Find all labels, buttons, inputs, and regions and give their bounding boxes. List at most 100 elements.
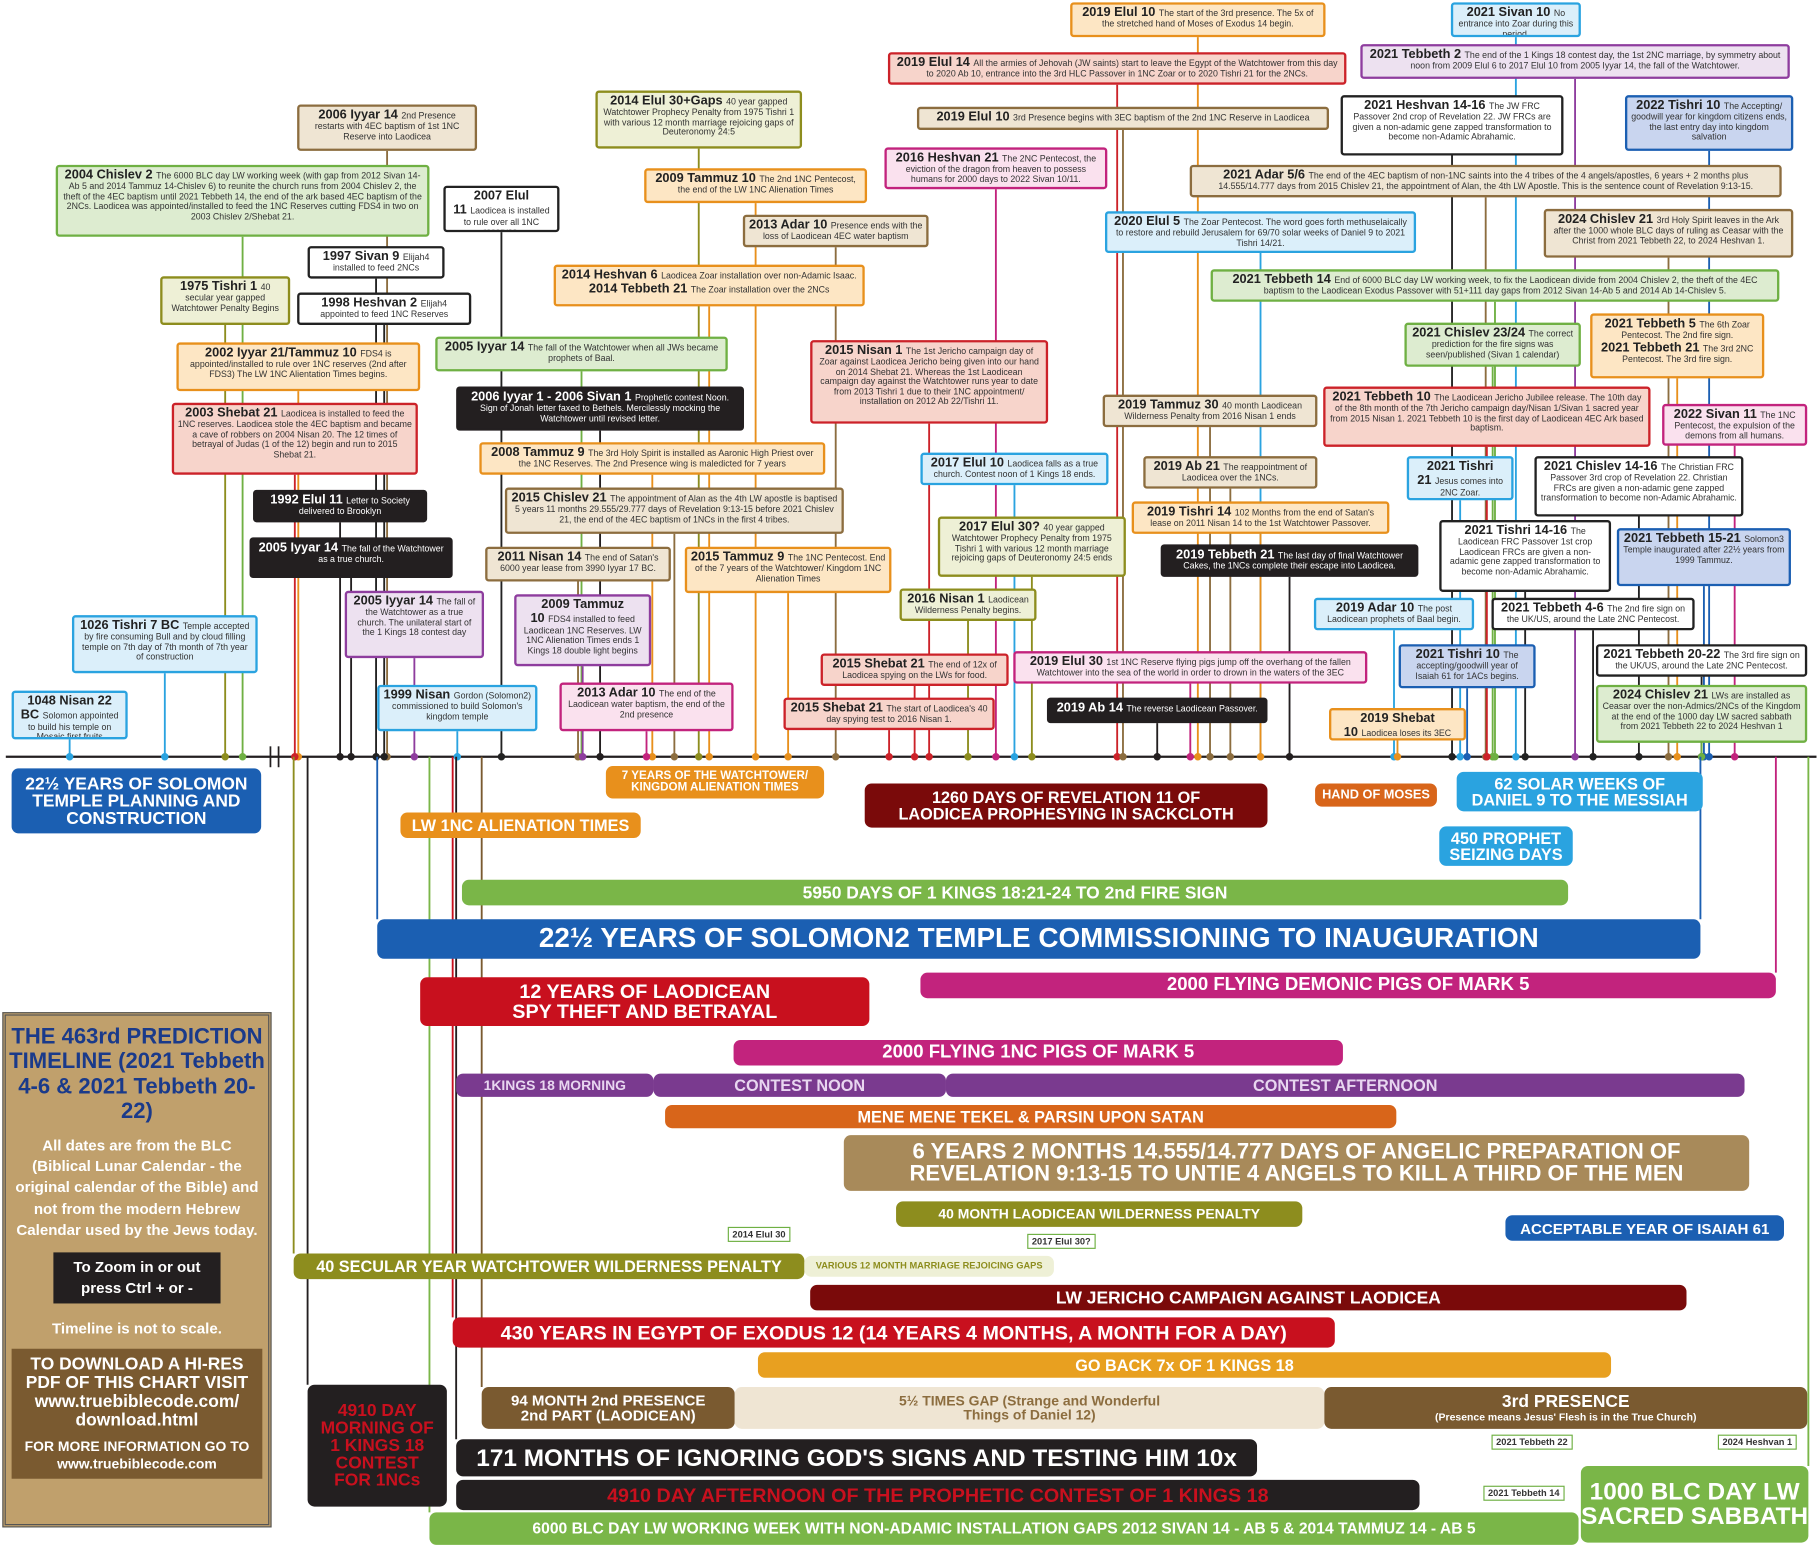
timeline-point xyxy=(380,753,388,761)
timeline-point xyxy=(65,753,74,761)
period-label: 94 MONTH 2nd PRESENCE 2nd PART (LAODICEA… xyxy=(510,1391,706,1425)
event-date: 2019 Elul 14 xyxy=(896,55,970,70)
period-label: 5½ TIMES GAP (Strange and Wonderful Thin… xyxy=(898,1392,1161,1424)
period-bar: 1260 DAYS OF REVELATION 11 OF LAODICEA P… xyxy=(864,783,1268,828)
event-date: 2019 Tishri 14 xyxy=(1146,504,1232,519)
event-date: 1998 Heshvan 2 xyxy=(321,295,418,310)
period-bar: 6 YEARS 2 MONTHS 14.555/14.777 DAYS OF A… xyxy=(843,1135,1750,1191)
period-label: 12 YEARS OF LAODICEAN SPY THEFT AND BETR… xyxy=(512,980,778,1023)
period-bar: 62 SOLAR WEEKS OF DANIEL 9 TO THE MESSIA… xyxy=(1456,771,1703,812)
period-label: MENE MENE TEKEL & PARSIN UPON SATAN xyxy=(857,1107,1204,1126)
timeline-point xyxy=(1730,753,1739,761)
timeline-point xyxy=(453,753,462,761)
event-description: No entrance into Zoar during this period… xyxy=(1458,8,1574,38)
timeline-point xyxy=(1456,753,1464,761)
period-label: 171 MONTHS OF IGNORING GOD'S SIGNS AND T… xyxy=(476,1444,1237,1472)
timeline-point xyxy=(1664,753,1673,761)
event-date: 2021 Tebbeth 5 xyxy=(1604,316,1696,331)
event-description: The end of the 1 Kings 18 contest day, t… xyxy=(1410,49,1781,72)
timeline-point xyxy=(1194,753,1202,761)
event-description: The Accepting/ goodwill year for kingdom… xyxy=(1631,100,1788,142)
period-label: 4910 DAY MORNING OF 1 KINGS 18 CONTEST F… xyxy=(320,1400,434,1491)
period-label: CONTEST NOON xyxy=(734,1075,866,1095)
event-description: FDS4 is appointed/installed to rule over… xyxy=(190,348,407,380)
timeline-point xyxy=(910,753,919,761)
event-description: Jesus comes into 2NC Zoar. xyxy=(1434,476,1504,498)
event-description: Elijah4 installed to feed 2NCs xyxy=(332,251,430,274)
event-description: The end of the 4EC baptism of non-1NC sa… xyxy=(1218,170,1754,192)
event-description: The reappointment of Laodicea over the 1… xyxy=(1181,461,1308,484)
event-description: The 1NC Pentecost. End of the 7 years of… xyxy=(694,552,886,584)
event-description: Laodicean Wilderness Penalty begins. xyxy=(914,594,1029,616)
timeline-point xyxy=(221,753,229,761)
timeline-point xyxy=(1206,753,1214,761)
event-date: 2021 Adar 5/6 xyxy=(1223,168,1306,183)
period-label: 6000 BLC DAY LW WORKING WEEK WITH NON-AD… xyxy=(532,1519,1476,1538)
timeline-point xyxy=(1589,753,1597,761)
period-bar: GO BACK 7x OF 1 KINGS 18 xyxy=(757,1352,1612,1378)
event-date: 2019 Tammuz 30 xyxy=(1118,398,1219,413)
event-date: 2008 Tammuz 9 xyxy=(491,445,585,460)
event-description: Laodicea is installed to feed the 1NC re… xyxy=(177,408,412,460)
period-label: 40 MONTH LAODICEAN WILDERNESS PENALTY xyxy=(938,1205,1261,1223)
timeline-point xyxy=(1463,753,1471,761)
period-label: 5950 DAYS OF 1 KINGS 18:21-24 TO 2nd FIR… xyxy=(802,882,1228,903)
event-date: 2009 Tammuz 10 xyxy=(530,597,625,626)
date-tag: 2024 Heshvan 1 xyxy=(1717,1434,1797,1450)
event-date: 1048 Nisan 22 BC xyxy=(20,694,112,723)
period-bar: 5½ TIMES GAP (Strange and Wonderful Thin… xyxy=(734,1387,1325,1429)
timeline-point xyxy=(1673,753,1681,761)
event-description: The 2NC Pentecost, the eviction of the d… xyxy=(905,153,1097,185)
timeline-point xyxy=(1635,753,1643,761)
event-description: The 1NC Pentecost, the expulsion of the … xyxy=(1674,409,1796,441)
event-date: 2011 Nisan 14 xyxy=(497,550,582,565)
event-date: 2015 Shebat 21 xyxy=(832,656,925,671)
event-date: 1997 Sivan 9 xyxy=(322,249,400,264)
timeline-point xyxy=(964,753,972,761)
event-description: Laodicea is installed to rule over all 1… xyxy=(463,205,550,233)
download-link[interactable]: TO DOWNLOAD A HI-RES PDF OF THIS CHART V… xyxy=(25,1354,249,1430)
timeline-point xyxy=(1226,753,1235,761)
event-description: The post Laodicean prophets of Baal begi… xyxy=(1327,603,1461,625)
period-label: VARIOUS 12 MONTH MARRIAGE REJOICING GAPS xyxy=(815,1260,1043,1271)
period-label: 4910 DAY AFTERNOON OF THE PROPHETIC CONT… xyxy=(607,1483,1269,1507)
event-date: 2004 Chislev 2 xyxy=(64,168,153,183)
event-date: 2005 Iyyar 14 xyxy=(353,594,434,609)
event-callout: 2017 Elul 30?40 year gapped Watchtower P… xyxy=(937,516,1126,577)
timeline-point xyxy=(291,753,299,761)
event-date: 2015 Tammuz 9 xyxy=(690,550,785,565)
event-date: 2016 Nisan 1 xyxy=(907,591,985,606)
period-label: ACCEPTABLE YEAR OF ISAIAH 61 xyxy=(1520,1219,1770,1237)
period-label: 1260 DAYS OF REVELATION 11 OF LAODICEA P… xyxy=(898,788,1234,823)
info-panel: THE 463rd PREDICTION TIMELINE (2021 Tebb… xyxy=(2,1012,272,1528)
more-info-link[interactable]: FOR MORE INFORMATION GO TO www.truebible… xyxy=(24,1438,250,1472)
event-description: 3rd Holy Spirit leaves in the Ark after … xyxy=(1553,214,1784,246)
event-date: 2019 Ab 21 xyxy=(1153,459,1220,474)
period-bar: LW 1NC ALIENATION TIMES xyxy=(400,812,641,839)
event-date: 2015 Shebat 21 xyxy=(790,701,883,715)
